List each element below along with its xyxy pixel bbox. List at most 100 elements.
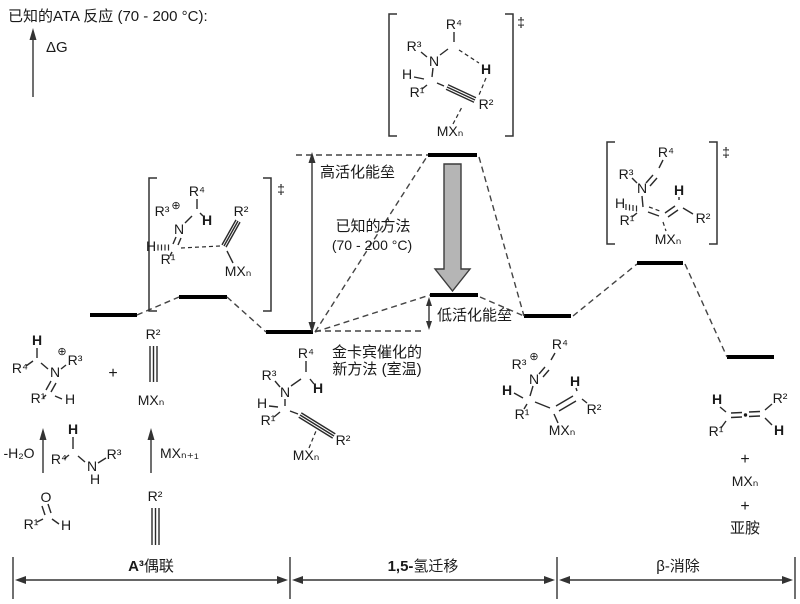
delta-g-axis: ΔG	[29, 28, 68, 97]
plus-charge: ⊕	[171, 200, 180, 212]
atom-h: H	[615, 195, 625, 211]
energy-level-ts-high	[428, 153, 477, 157]
high-barrier-label: 高活化能垒	[320, 164, 395, 181]
atom-h: H	[712, 391, 722, 407]
atom-r3: R³	[155, 203, 170, 219]
atom-r2: R²	[336, 432, 351, 448]
atom-r1: R¹	[31, 390, 46, 406]
high-barrier-arrow	[308, 152, 316, 333]
low-barrier-label: 低活化能垒	[437, 307, 512, 324]
atom-h-migrating: H	[481, 61, 491, 77]
energy-level-ts2	[637, 261, 683, 265]
atom-r1: R¹	[709, 423, 724, 439]
bonds	[25, 348, 67, 400]
ts-beta-elimination: ‡ R⁴ R³ N H H R¹ R² MXₙ	[606, 141, 730, 247]
atom-h: H	[257, 395, 267, 411]
stage-label-bold: A³	[128, 558, 144, 575]
stage-arrow-h-shift	[292, 576, 555, 584]
plus-charge: ⊕	[57, 346, 66, 358]
atom-r3: R³	[68, 352, 83, 368]
stage-label-a3-coupling: A³偶联	[128, 558, 174, 575]
atom-h: H	[65, 391, 75, 407]
profile-connectors	[136, 154, 728, 358]
metal-salt-label: MXₙ₊₁	[160, 445, 199, 461]
stage-label-bold: 1,5-	[388, 558, 414, 575]
atom-r4: R⁴	[12, 360, 28, 376]
atom-r4: R⁴	[446, 16, 462, 32]
atom-r4: R⁴	[658, 144, 674, 160]
atom-mxn: MXₙ	[655, 231, 682, 247]
atom-h: H	[774, 422, 784, 438]
atom-h: H	[61, 517, 71, 533]
minus-water-label: -H₂O	[3, 445, 34, 461]
stage-label-beta-elimination: β-消除	[656, 558, 700, 575]
atom-h: H	[68, 421, 78, 437]
bonds	[413, 32, 487, 125]
atom-r3: R³	[262, 367, 277, 383]
bonds	[268, 361, 336, 449]
bonds	[719, 403, 773, 429]
atom-mxn: MXₙ	[293, 447, 320, 463]
atom-h: H	[570, 373, 580, 389]
energy-level-intermediate2	[524, 314, 571, 318]
atom-mxn: MXₙ	[732, 473, 759, 489]
plus-sign: +	[740, 498, 749, 515]
atom-n: N	[529, 371, 539, 387]
atom-h: H	[32, 332, 42, 348]
atom-n: N	[637, 180, 647, 196]
atom-r3: R³	[407, 38, 422, 54]
atom-r4: R⁴	[552, 336, 568, 352]
atom-r2: R²	[773, 390, 788, 406]
ts-a3-coupling: ‡ R⁴ H ⊕ R³ N H R¹ R² MXₙ	[146, 177, 285, 312]
stage-label-h-shift: 1,5-氢迁移	[388, 558, 459, 575]
propargylamine-structure: R⁴ H N R³ H R¹ R² MXₙ	[257, 345, 351, 463]
known-method-label-2: (70 - 200 °C)	[332, 237, 412, 253]
bonds	[63, 437, 107, 464]
atom-r4: R⁴	[51, 451, 67, 467]
atom-o: O	[41, 489, 52, 505]
bonds	[36, 503, 60, 525]
energy-levels	[90, 153, 774, 359]
double-dagger: ‡	[517, 14, 525, 30]
atom-n: N	[50, 364, 60, 380]
stage-label-text: 偶联	[144, 558, 174, 575]
atom-r2: R²	[587, 401, 602, 417]
atom-n: N	[280, 384, 290, 400]
stage-axis: A³偶联 1,5-氢迁移 β-消除	[12, 557, 796, 599]
metal-acetylide-structure: R² MXₙ	[138, 326, 165, 408]
atom-h: H	[90, 471, 100, 487]
atom-r3: R³	[107, 446, 122, 462]
atom-mxn: MXₙ	[549, 422, 576, 438]
atom-r1: R¹	[620, 212, 635, 228]
energy-level-ts-low	[430, 293, 478, 297]
atom-n: N	[429, 53, 439, 69]
double-dagger: ‡	[277, 181, 285, 197]
terminal-alkyne-structure: R²	[148, 488, 163, 545]
energy-level-intermediate1	[266, 330, 313, 334]
atom-n: N	[174, 221, 184, 237]
stage-label-text: 氢迁移	[413, 558, 458, 575]
atom-h: H	[202, 212, 212, 228]
atom-r4: R⁴	[298, 345, 314, 361]
atom-r3: R³	[619, 166, 634, 182]
new-method-label-1: 金卡宾催化的	[332, 344, 422, 361]
aldehyde-structure: O R¹ H	[24, 489, 71, 533]
figure-title: 已知的ATA 反应 (70 - 200 °C):	[8, 7, 208, 25]
imine-label: 亚胺	[730, 520, 760, 537]
atom-mxn: MXₙ	[138, 392, 165, 408]
atom-r4: R⁴	[189, 183, 205, 199]
atom-h-migrating: H	[313, 380, 323, 396]
atom-r3: R³	[512, 356, 527, 372]
atom-mxn: MXₙ	[225, 263, 252, 279]
plus-charge: ⊕	[529, 351, 538, 363]
energy-level-products	[727, 355, 774, 359]
gray-down-arrow	[433, 163, 472, 293]
new-method-label-2: 新方法 (室温)	[332, 361, 421, 378]
plus-sign: +	[740, 451, 749, 468]
bonds	[149, 346, 158, 382]
double-dagger: ‡	[722, 144, 730, 160]
ts-h-shift: ‡ R⁴ R³ N H H R¹ R² MXₙ	[388, 13, 525, 139]
plus-sign: +	[108, 365, 117, 382]
amine-structure: H R⁴ N H R³	[51, 421, 122, 487]
